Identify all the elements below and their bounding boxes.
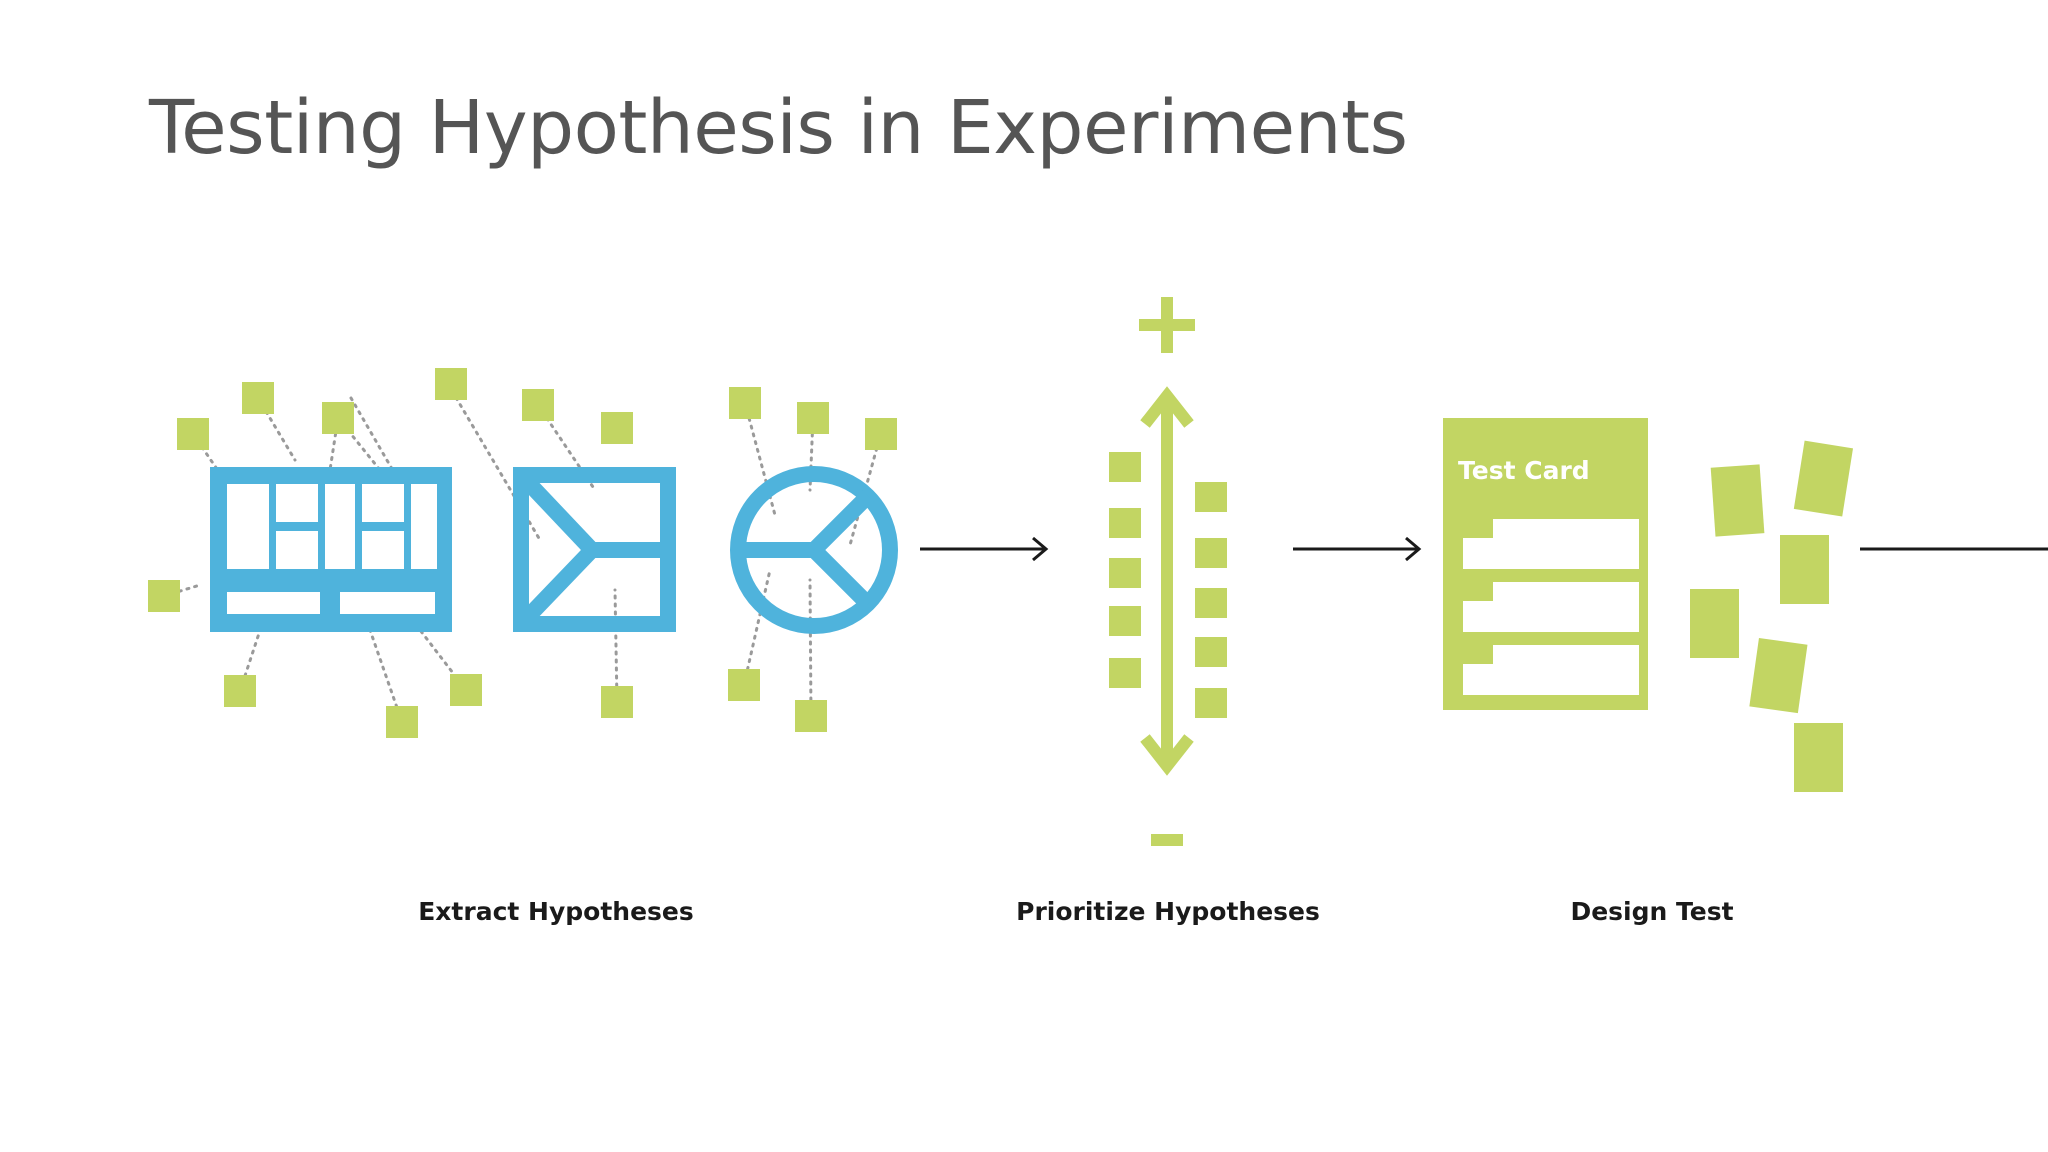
priority-axis-arrow	[1140, 386, 1194, 776]
slide-title: Testing Hypothesis in Experiments	[149, 85, 1408, 171]
ranked-notes-right	[1195, 482, 1227, 718]
flow-arrow-2	[1293, 536, 1422, 562]
business-model-canvas-icon	[210, 467, 452, 632]
plus-icon	[1139, 297, 1195, 353]
extract-hypotheses-illustration	[148, 368, 898, 738]
design-test-illustration: Test Card	[1443, 418, 1854, 792]
step-label-prioritize: Prioritize Hypotheses	[1016, 897, 1320, 926]
flow-arrow-1	[920, 536, 1049, 562]
ranked-notes-left	[1109, 452, 1141, 688]
sticky-notes	[148, 368, 897, 738]
minus-icon	[1151, 834, 1183, 846]
prioritize-hypotheses-illustration	[1109, 297, 1227, 846]
customer-profile-icon	[730, 466, 898, 634]
test-card-title: Test Card	[1458, 456, 1590, 485]
value-proposition-icon	[513, 467, 676, 632]
scattered-notes	[1690, 440, 1854, 792]
test-card: Test Card	[1443, 418, 1648, 710]
step-label-extract: Extract Hypotheses	[418, 897, 694, 926]
step-label-design: Design Test	[1570, 897, 1733, 926]
